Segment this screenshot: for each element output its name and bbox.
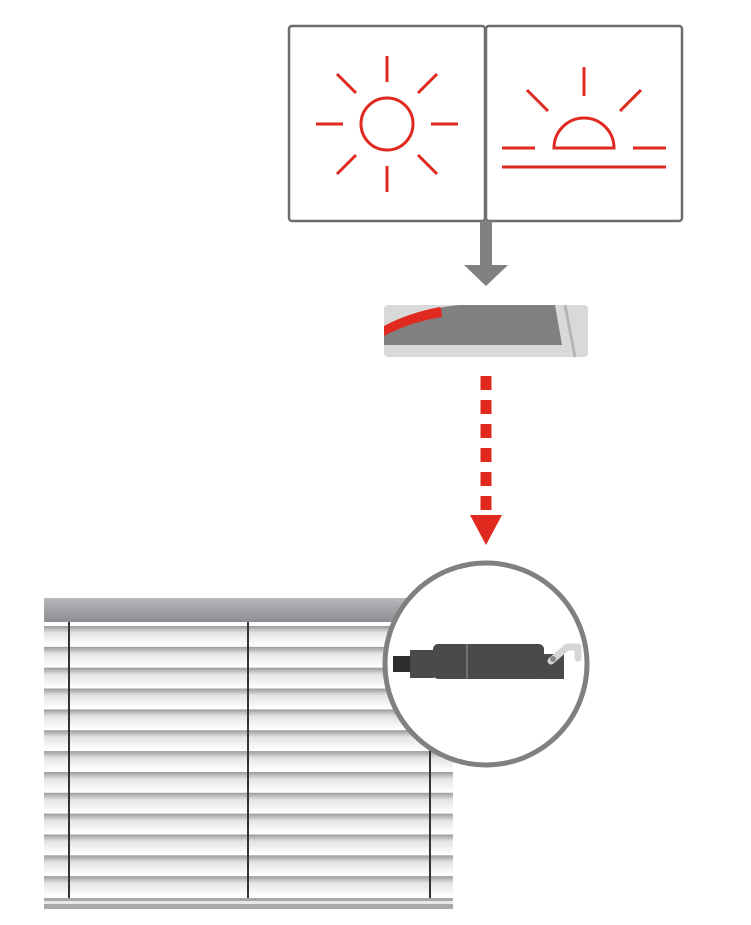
- venetian-blinds-icon: [44, 598, 453, 909]
- sun-panel: [287, 24, 487, 223]
- down-arrow-icon: [464, 221, 508, 286]
- motor-detail-circle: [382, 560, 590, 768]
- blind-motor-icon: [393, 643, 582, 679]
- signal-arrow-icon: [470, 376, 502, 545]
- sunset-panel: [484, 24, 684, 223]
- light-sensor-icon: [384, 304, 588, 358]
- sun-icon: [316, 56, 458, 192]
- sunset-icon: [502, 67, 666, 169]
